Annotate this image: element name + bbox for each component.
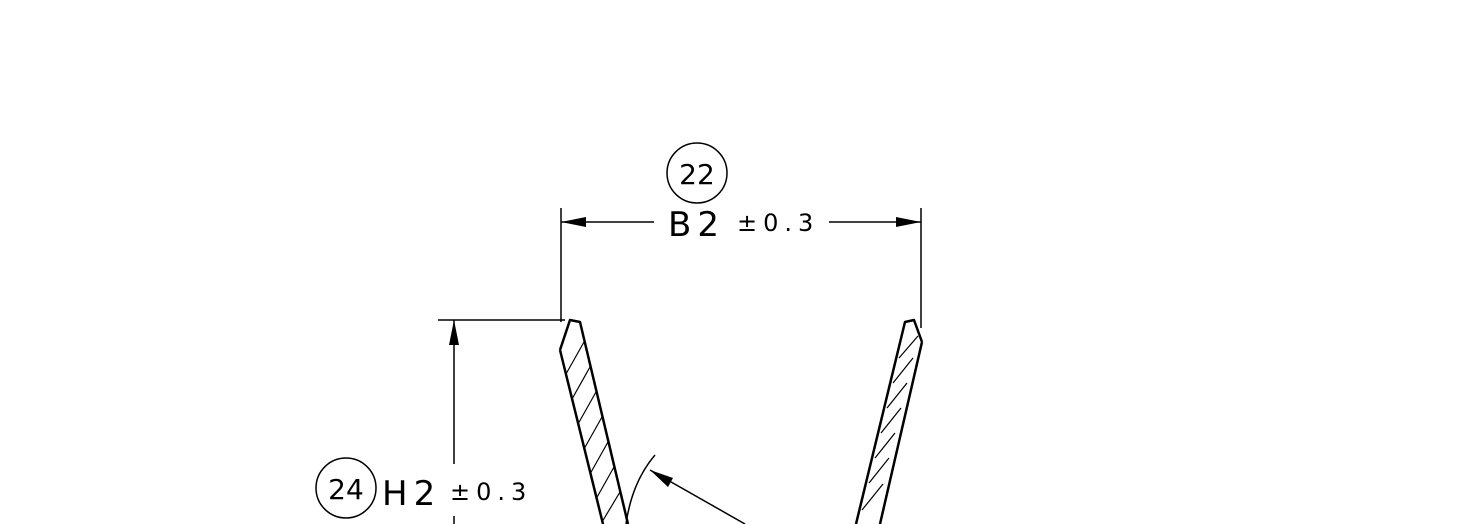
right-wall-outline [854,318,924,524]
right-wall-section [854,318,924,524]
width-balloon-number: 22 [679,158,715,191]
left-wall-hatching [565,341,621,523]
angle-arc [625,454,656,524]
width-dimension: 22 B2 ±0.3 [560,142,922,328]
width-arrowhead-left [561,217,586,227]
height-arrowhead-top [449,320,459,345]
width-dimension-tolerance: ±0.3 [737,209,819,237]
right-wall-hatching [861,335,919,511]
height-dimension-label: H2 [382,474,441,514]
height-balloon [315,457,377,519]
left-wall-outline [558,318,630,524]
width-arrowhead-right [896,217,921,227]
height-dimension-tolerance: ±0.3 [450,478,532,506]
width-dimension-label: B2 [668,205,725,245]
height-dimension: 24 H2 ±0.3 [315,319,565,524]
left-wall-section [558,318,630,524]
height-balloon-number: 24 [328,473,364,506]
angle-dimension [625,454,746,524]
angle-leader-arrowhead [650,470,673,487]
width-balloon [666,142,728,204]
